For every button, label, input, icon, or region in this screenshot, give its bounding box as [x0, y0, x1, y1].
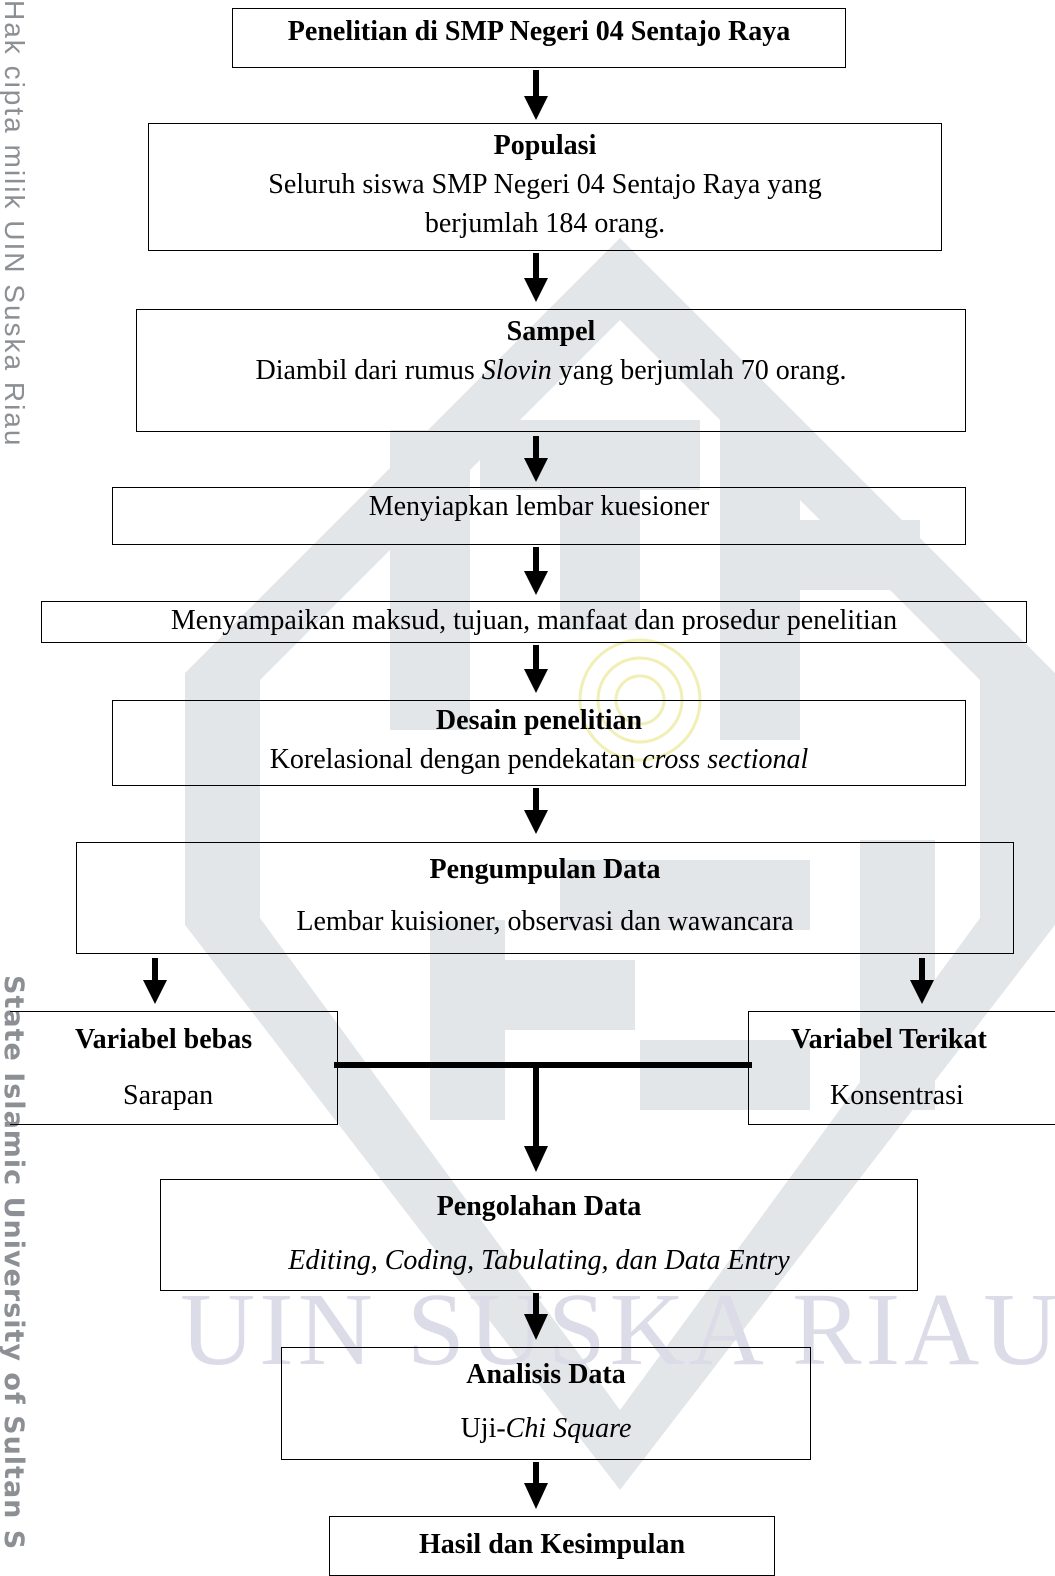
- step-sampel-body: Diambil dari rumus Slovin yang berjumlah…: [255, 355, 847, 387]
- step-kuesioner-body: Menyiapkan lembar kuesioner: [368, 491, 710, 522]
- step-pengolahan-title: Pengolahan Data: [436, 1191, 642, 1222]
- step-analisis: Analisis Data Uji-Chi Square: [281, 1347, 811, 1460]
- step-penelitian-title: Penelitian di SMP Negeri 04 Sentajo Raya: [287, 16, 791, 47]
- step-populasi: Populasi Seluruh siswa SMP Negeri 04 Sen…: [148, 123, 942, 251]
- arrow-10: [524, 1462, 548, 1509]
- arrow-2: [524, 253, 548, 302]
- variabel-terikat-title: Variabel Terikat: [791, 1024, 987, 1055]
- step-kuesioner: Menyiapkan lembar kuesioner: [112, 487, 966, 545]
- arrow-5: [524, 645, 548, 693]
- step-populasi-line2: berjumlah 184 orang.: [424, 208, 666, 240]
- step-pengolahan-body: Editing, Coding, Tabulating, dan Data En…: [288, 1245, 790, 1276]
- arrow-8: [524, 1065, 548, 1172]
- step-pengolahan: Pengolahan Data Editing, Coding, Tabulat…: [160, 1179, 918, 1291]
- variabel-bebas: Variabel bebas Sarapan: [10, 1011, 338, 1125]
- step-maksud: Menyampaikan maksud, tujuan, manfaat dan…: [41, 601, 1027, 643]
- variabel-bebas-body: Sarapan: [123, 1080, 214, 1111]
- step-analisis-body: Uji-Chi Square: [460, 1413, 632, 1444]
- variabel-bebas-title: Variabel bebas: [75, 1024, 253, 1055]
- step-populasi-line1: Seluruh siswa SMP Negeri 04 Sentajo Raya…: [268, 169, 822, 201]
- step-pengumpulan-body: Lembar kuisioner, observasi dan wawancar…: [296, 906, 794, 937]
- step-analisis-title: Analisis Data: [466, 1359, 626, 1390]
- arrow-3: [524, 436, 548, 482]
- arrow-7-right: [910, 958, 934, 1004]
- side-watermark-top: Hak cipta milik UIN Suska Riau: [0, 0, 30, 448]
- step-sampel-title: Sampel: [506, 316, 596, 347]
- step-maksud-body: Menyampaikan maksud, tujuan, manfaat dan…: [170, 605, 898, 636]
- step-desain-title: Desain penelitian: [435, 705, 643, 736]
- step-desain: Desain penelitian Korelasional dengan pe…: [112, 700, 966, 786]
- watermark-text: UIN SUSKA RIAU: [180, 1272, 1055, 1387]
- arrow-1: [524, 70, 548, 120]
- step-penelitian: Penelitian di SMP Negeri 04 Sentajo Raya: [232, 8, 846, 68]
- arrow-4: [524, 547, 548, 595]
- arrow-7-left: [143, 958, 167, 1004]
- side-watermark-bottom: State Islamic University of Sultan S: [0, 975, 29, 1551]
- step-sampel: Sampel Diambil dari rumus Slovin yang be…: [136, 309, 966, 432]
- variabel-terikat-body: Konsentrasi: [830, 1080, 964, 1111]
- arrow-9: [524, 1293, 548, 1340]
- variabel-terikat: Variabel Terikat Konsentrasi: [748, 1011, 1055, 1125]
- step-pengumpulan-title: Pengumpulan Data: [429, 854, 661, 885]
- arrow-6: [524, 788, 548, 834]
- step-populasi-title: Populasi: [493, 130, 597, 161]
- step-desain-body: Korelasional dengan pendekatan cross sec…: [269, 744, 809, 776]
- step-pengumpulan: Pengumpulan Data Lembar kuisioner, obser…: [76, 842, 1014, 954]
